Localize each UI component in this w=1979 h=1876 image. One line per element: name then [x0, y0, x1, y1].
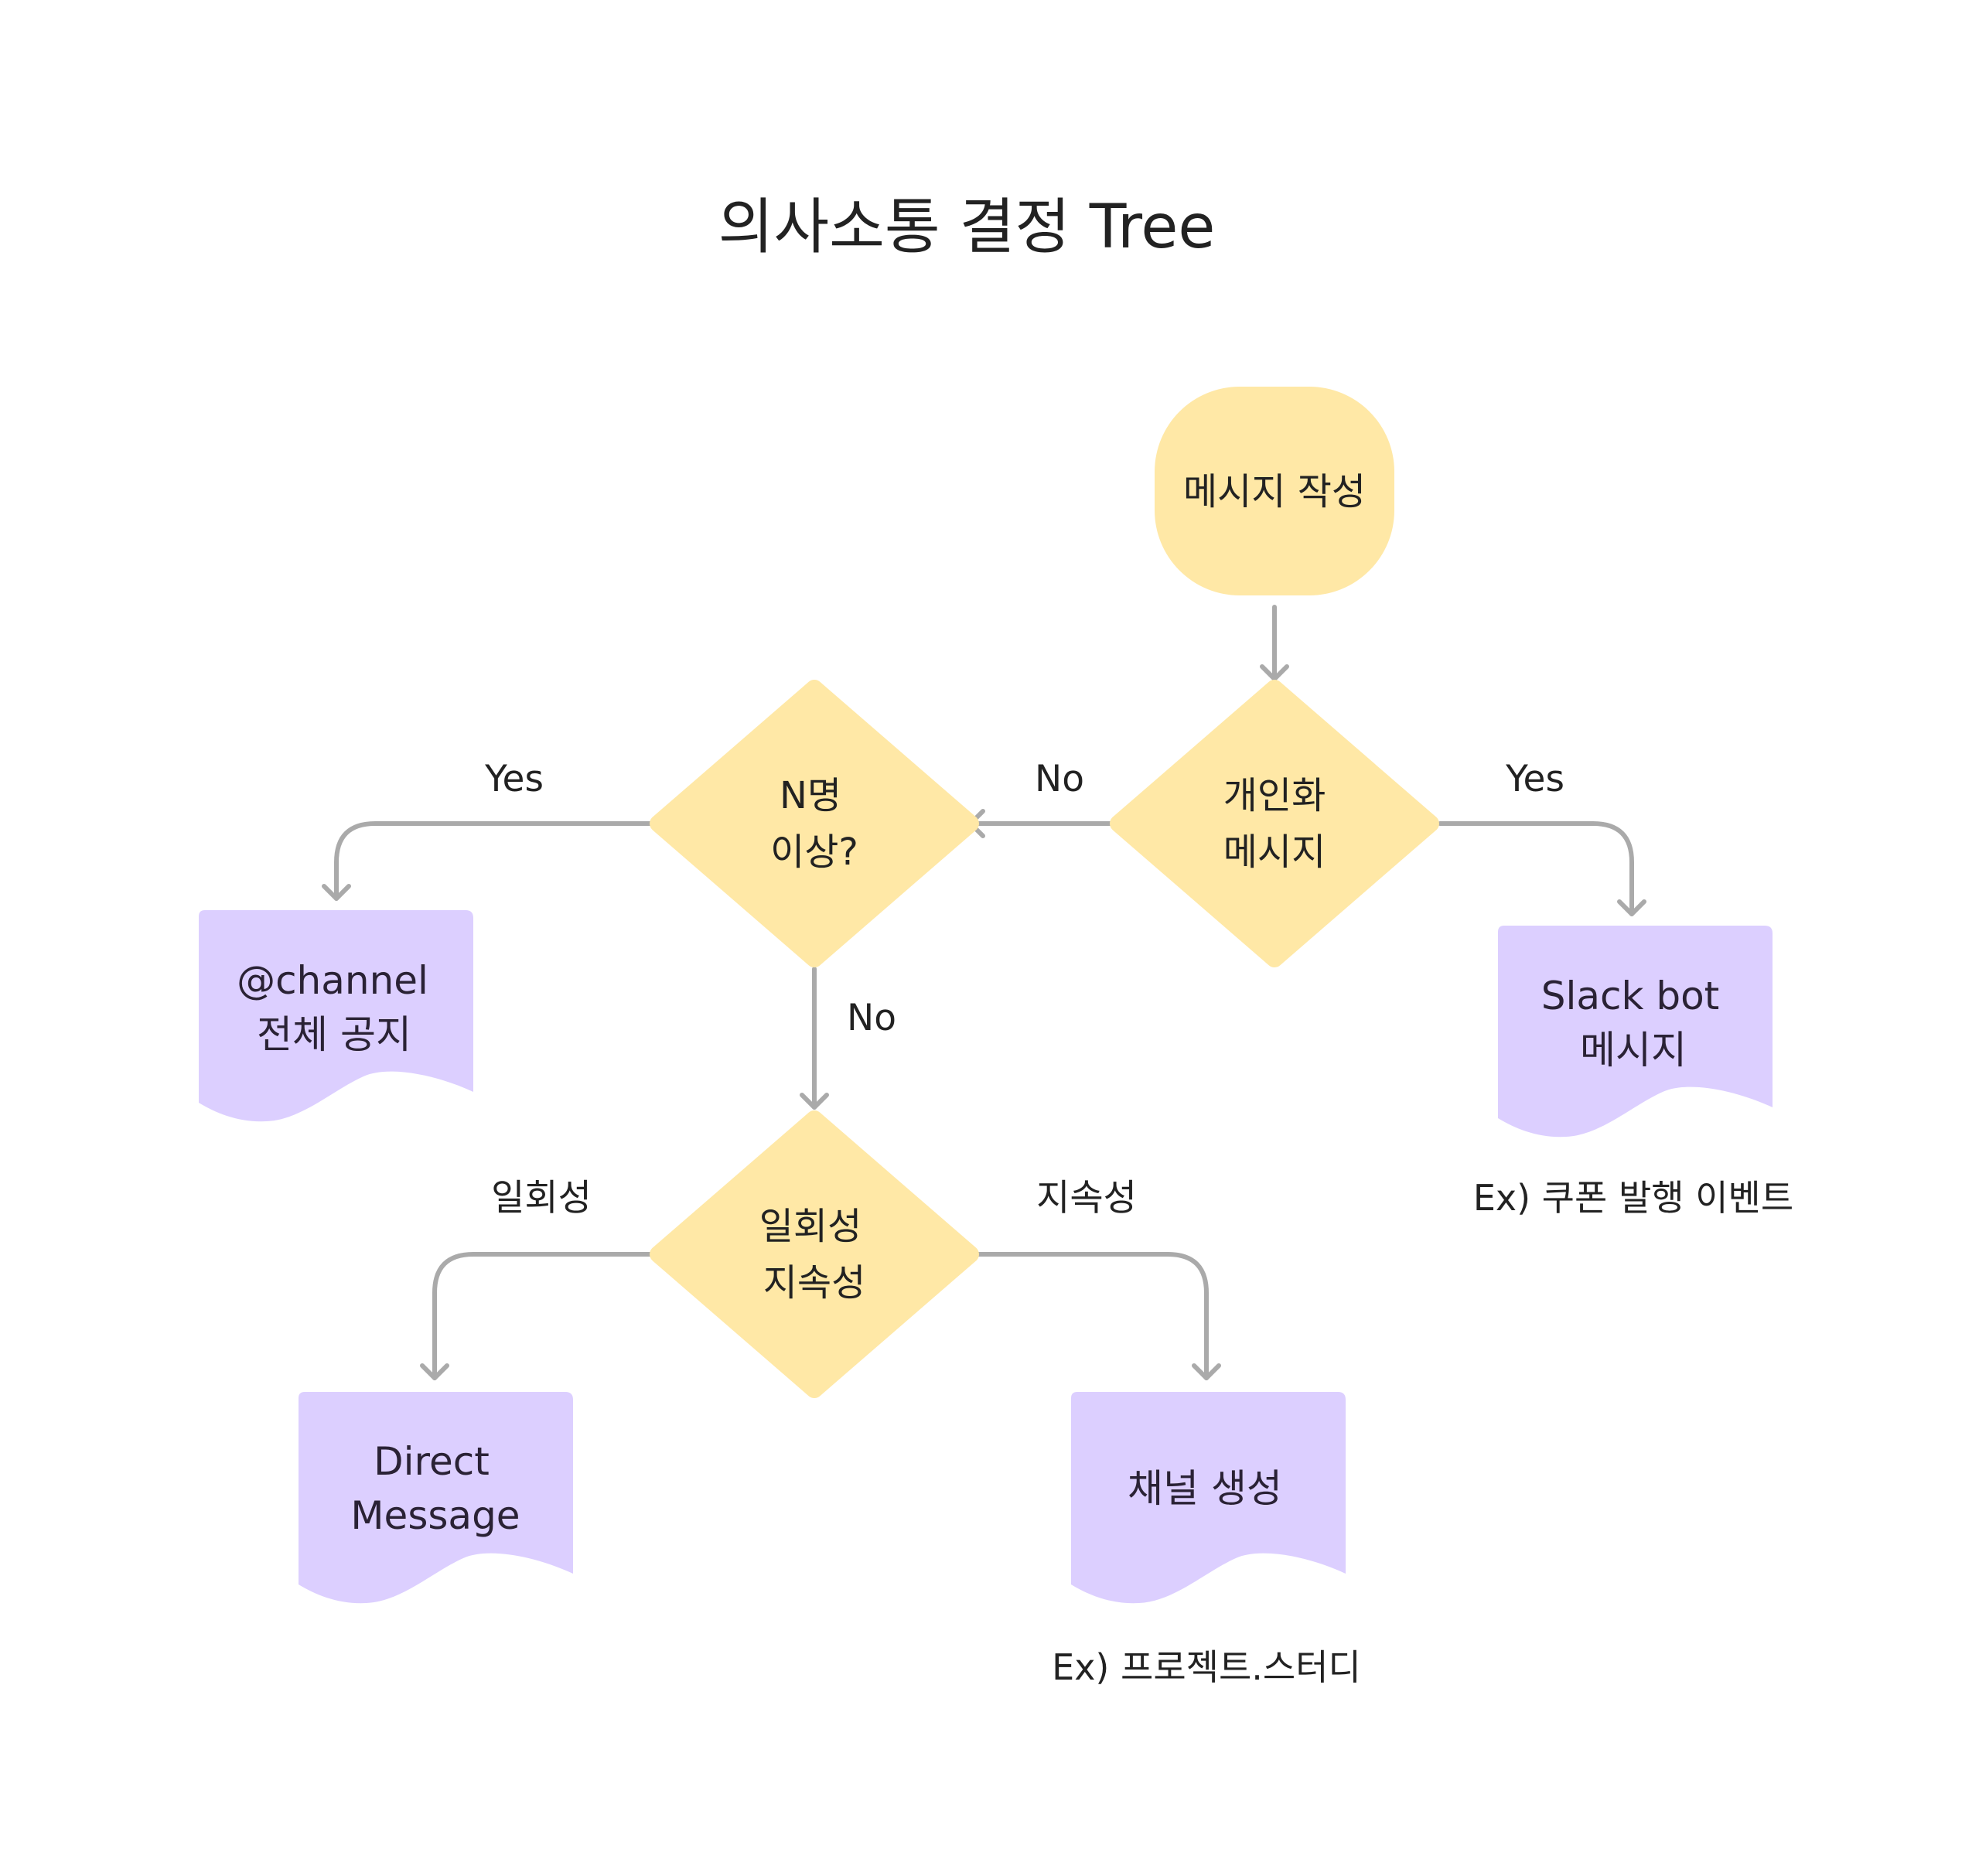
document-direct-message: Direct Message: [299, 1392, 573, 1604]
start-node: 메시지 작성: [1155, 387, 1394, 595]
decision-personalized: 개인화 메시지: [1110, 680, 1439, 967]
document-slackbot-line2: 메시지: [1580, 1028, 1687, 1073]
decision-duration: 일회성 지속성: [650, 1110, 979, 1398]
decision-n-people-line2: 이상?: [770, 831, 858, 874]
decision-n-people-shape: [650, 680, 979, 967]
document-create-channel: 채널 생성: [1071, 1392, 1346, 1604]
decision-duration-line1: 일회성: [759, 1205, 862, 1248]
edge-label-personalized-no: No: [1035, 758, 1084, 800]
document-create-channel-line1: 채널 생성: [1128, 1466, 1282, 1511]
note-channel-example: Ex) 프로젝트.스터디: [1052, 1646, 1361, 1688]
decision-n-people: N명 이상?: [650, 680, 979, 967]
document-slackbot-message-shape: [1498, 926, 1773, 1138]
edge-n-people-yes: [322, 821, 653, 901]
edge-duration-persistent: [976, 1252, 1221, 1380]
decision-personalized-line2: 메시지: [1223, 831, 1326, 874]
edge-personalized-yes: [1438, 821, 1646, 916]
start-node-label: 메시지 작성: [1183, 470, 1366, 513]
document-channel-announcement-shape: [199, 910, 473, 1122]
document-channel-line2: 전체 공지: [257, 1012, 411, 1057]
edge-label-duration-persistent: 지속성: [1036, 1177, 1137, 1219]
edge-label-n-people-yes: Yes: [484, 758, 544, 800]
edge-label-personalized-yes: Yes: [1505, 758, 1564, 800]
document-slackbot-message: Slack bot 메시지: [1498, 926, 1773, 1138]
edges: [322, 605, 1646, 1380]
document-dm-line2: Message: [350, 1493, 520, 1538]
decision-duration-shape: [650, 1110, 979, 1398]
decision-personalized-line1: 개인화: [1223, 774, 1326, 817]
decision-duration-line2: 지속성: [763, 1261, 865, 1305]
document-dm-line1: Direct: [374, 1439, 490, 1484]
decision-personalized-shape: [1110, 680, 1439, 967]
decision-n-people-line1: N명: [780, 774, 841, 817]
edge-label-duration-once: 일회성: [491, 1177, 592, 1219]
diagram-title: 의사소통 결정 Tree: [718, 193, 1216, 262]
document-channel-announcement: @channel 전체 공지: [199, 910, 473, 1122]
document-direct-message-shape: [299, 1392, 573, 1604]
start-node-shape: [1155, 387, 1394, 595]
document-channel-line1: @channel: [237, 958, 428, 1003]
document-slackbot-line1: Slack bot: [1541, 974, 1720, 1018]
note-slackbot-example: Ex) 쿠폰 발행 이벤트: [1473, 1177, 1793, 1219]
document-create-channel-shape: [1071, 1392, 1346, 1604]
edge-duration-once: [420, 1252, 653, 1380]
edge-label-n-people-no: No: [847, 997, 896, 1039]
